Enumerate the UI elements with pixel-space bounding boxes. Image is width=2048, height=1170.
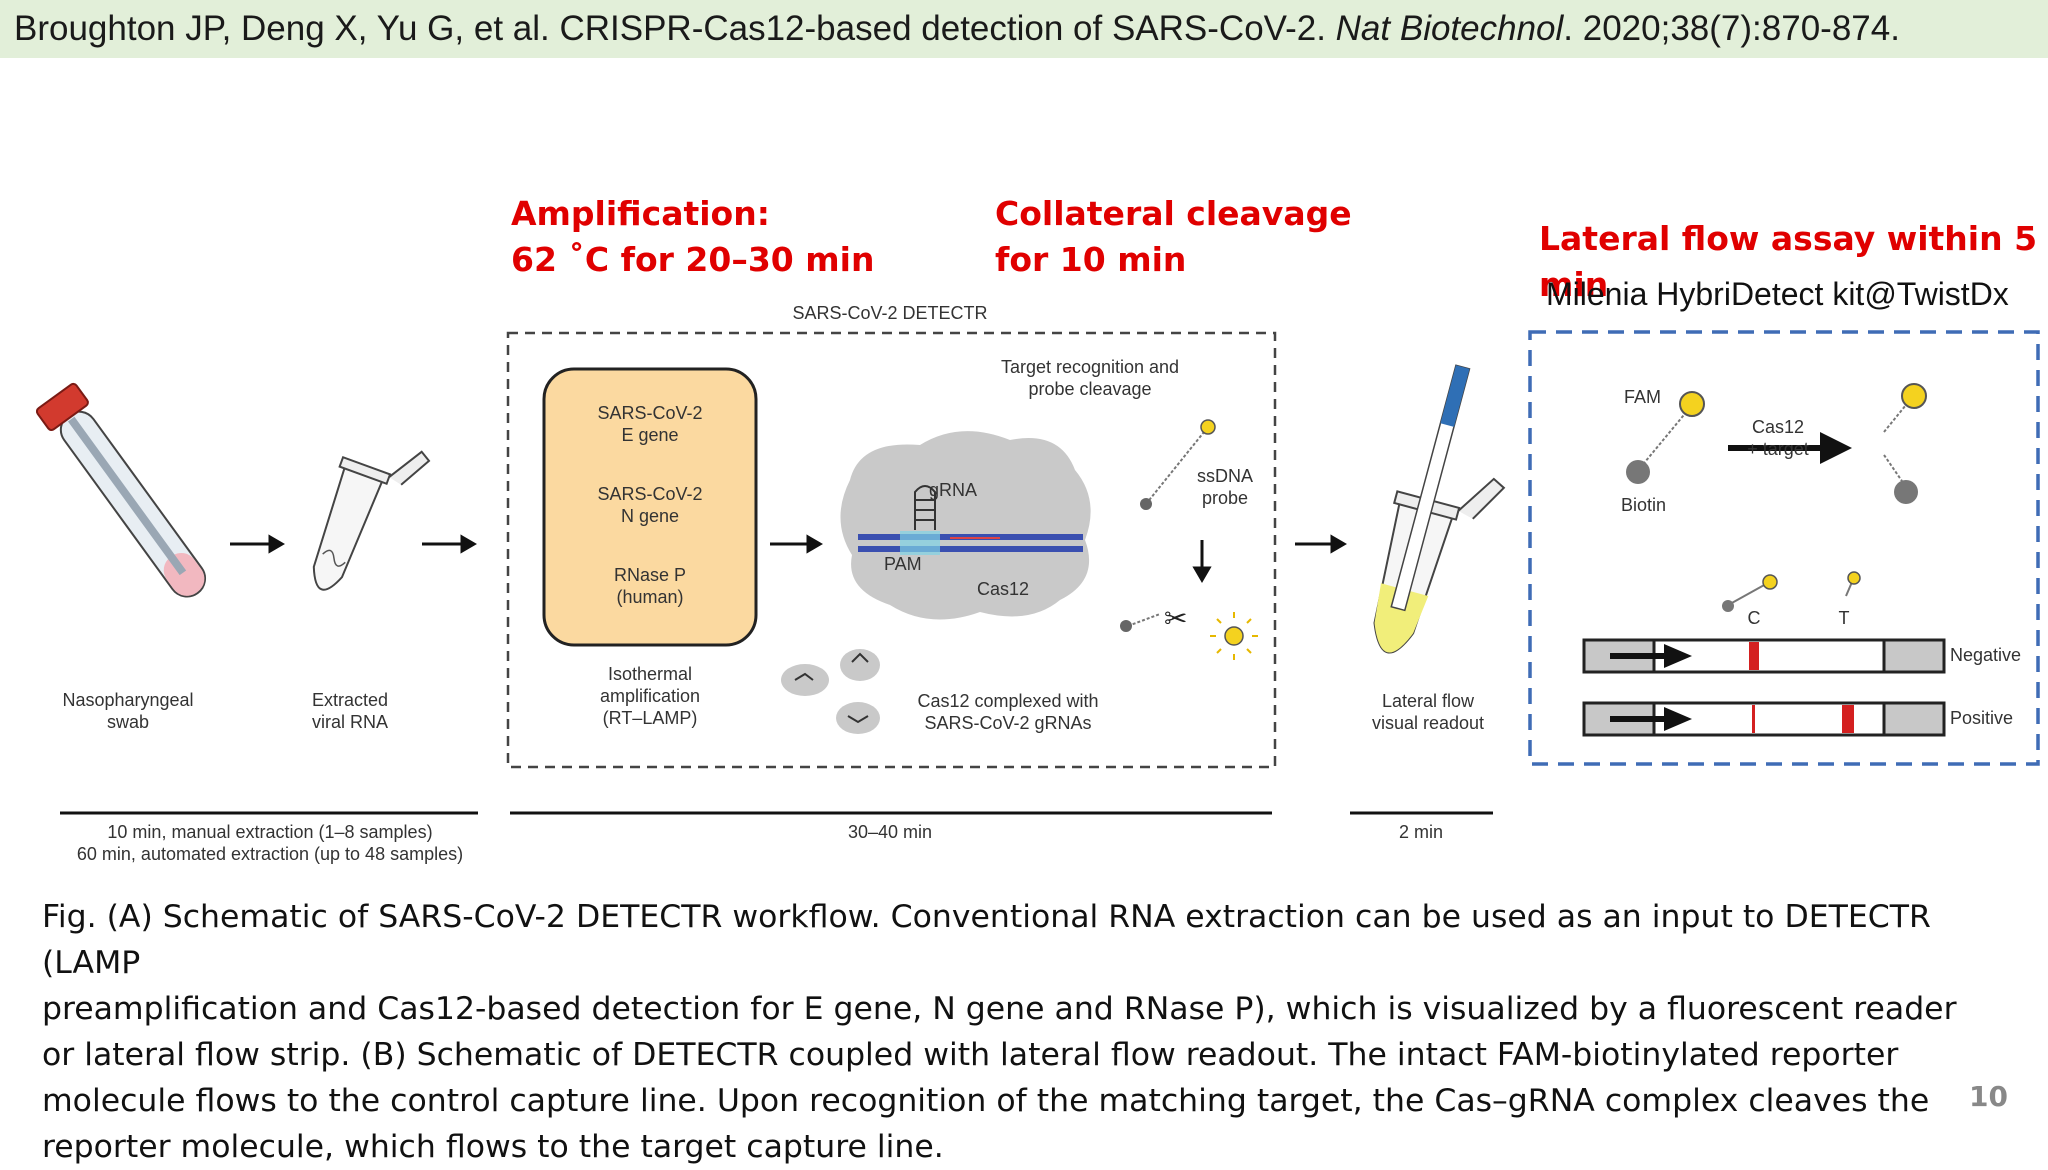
time-readout: 2 min xyxy=(1398,822,1444,842)
kit-label: Milenia HybriDetect kit@TwistDx xyxy=(1546,276,2009,312)
capture-probes-icon xyxy=(1722,571,1861,612)
iso-label-line2: amplification xyxy=(599,686,701,706)
negative-label: Negative xyxy=(1950,645,2022,665)
biotin-label: Biotin xyxy=(1621,495,1667,515)
cleaved-reporter-icon xyxy=(1883,383,1927,504)
iso-label-line3: (RT–LAMP) xyxy=(602,708,698,728)
target-e-gene-line2: E gene xyxy=(621,425,679,445)
lateral-heading: Lateral flow assay within 5 min xyxy=(1539,219,2038,304)
ssdna-label: ssDNA probe xyxy=(1197,465,1253,509)
ssdna-probe-icon xyxy=(1140,419,1216,510)
target-genes-box xyxy=(542,367,758,647)
amplification-heading-line2: 62 ˚C for 20–30 min xyxy=(511,240,875,279)
lateral-flow-label-line1: Lateral flow xyxy=(1381,691,1475,711)
swab-label-line2: swab xyxy=(106,712,150,732)
fam-label: FAM xyxy=(1624,387,1662,407)
target-e-gene-line1: SARS-CoV-2 xyxy=(597,403,703,423)
complex-label-line2: SARS-CoV-2 gRNAs xyxy=(924,713,1092,733)
target-recognition-label: Target recognition and probe cleavage xyxy=(1001,356,1179,400)
citation-bar xyxy=(0,0,2048,58)
intact-reporter-icon xyxy=(1626,391,1705,484)
caption-line4: molecule flows to the control capture li… xyxy=(42,1083,1930,1119)
page-number: 10 xyxy=(1969,1080,2008,1113)
detectr-title: SARS-CoV-2 DETECTR xyxy=(792,303,988,323)
time-extraction-line2: 60 min, automated extraction (up to 48 s… xyxy=(76,844,464,864)
grna-icon xyxy=(914,485,936,530)
positive-test-line xyxy=(1842,705,1854,733)
grna-label: gRNA xyxy=(929,480,978,500)
target-recognition-line1: Target recognition and xyxy=(1000,357,1180,377)
positive-control-line xyxy=(1752,705,1755,733)
time-detectr: 30–40 min xyxy=(847,822,933,842)
amplification-heading-line1: Amplification: xyxy=(511,194,770,233)
caption-line1: Fig. (A) Schematic of SARS-CoV-2 DETECTR… xyxy=(42,899,1931,981)
figure-caption: Fig. (A) Schematic of SARS-CoV-2 DETECTR… xyxy=(42,894,2032,1170)
amplification-heading: Amplification: 62 ˚C for 20–30 min xyxy=(511,191,874,283)
cas12-target-line2: + target xyxy=(1747,439,1809,459)
sun-rays xyxy=(1210,612,1258,660)
negative-control-line xyxy=(1749,642,1759,670)
ssdna-label-line2: probe xyxy=(1201,488,1249,508)
scissors-icon: ✂ xyxy=(1164,602,1187,635)
citation-journal: Nat Biotechnol xyxy=(1335,9,1564,48)
swab-tube-icon xyxy=(35,382,207,598)
target-rnase-p: RNase P (human) xyxy=(614,564,686,608)
lateral-flow-box xyxy=(1528,330,2040,766)
iso-label: Isothermal amplification (RT–LAMP) xyxy=(600,663,700,729)
caption-line3: or lateral flow strip. (B) Schematic of … xyxy=(42,1037,1899,1073)
target-recognition-line2: probe cleavage xyxy=(1028,379,1152,399)
lateral-flow-tube-icon xyxy=(1373,364,1506,654)
rna-label: Extracted viral RNA xyxy=(312,689,388,733)
target-n-gene-line1: SARS-CoV-2 xyxy=(597,484,703,504)
caption-line2: preamplification and Cas12-based detecti… xyxy=(42,991,1957,1027)
swab-label-line1: Nasopharyngeal xyxy=(62,690,194,710)
cleavage-heading-line2: for 10 min xyxy=(995,240,1187,279)
citation-suffix: . 2020;38(7):870-874. xyxy=(1563,9,1900,48)
cleavage-heading-line1: Collateral cleavage xyxy=(995,194,1352,233)
time-extraction-line1: 10 min, manual extraction (1–8 samples) xyxy=(107,822,433,842)
iso-label-line1: Isothermal xyxy=(607,664,693,684)
caption-line5: reporter molecule, which flows to the ta… xyxy=(42,1129,944,1165)
rna-label-line1: Extracted xyxy=(311,690,389,710)
cleavage-heading: Collateral cleavage for 10 min xyxy=(995,191,1352,283)
complex-label: Cas12 complexed with SARS-CoV-2 gRNAs xyxy=(917,690,1098,734)
rna-tube-icon xyxy=(312,450,431,591)
cas12-complexes-icon xyxy=(781,649,880,734)
cas12-target-line1: Cas12 xyxy=(1751,417,1805,437)
target-n-gene: SARS-CoV-2 N gene xyxy=(597,483,702,527)
cas12-target-label: Cas12 + target xyxy=(1747,416,1809,460)
test-line-label: T xyxy=(1838,608,1850,628)
ssdna-label-line1: ssDNA xyxy=(1196,466,1254,486)
sun-icon xyxy=(1224,626,1244,646)
citation: Broughton JP, Deng X, Yu G, et al. CRISP… xyxy=(14,6,2034,52)
time-extraction: 10 min, manual extraction (1–8 samples) … xyxy=(77,821,463,865)
complex-label-line1: Cas12 complexed with xyxy=(917,691,1099,711)
dna-duplex xyxy=(858,531,1083,555)
target-n-gene-line2: N gene xyxy=(620,506,680,526)
positive-strip xyxy=(1582,701,1946,737)
target-e-gene: SARS-CoV-2 E gene xyxy=(597,402,702,446)
swab-label: Nasopharyngeal swab xyxy=(62,689,193,733)
lateral-flow-label: Lateral flow visual readout xyxy=(1372,690,1484,734)
detectr-box xyxy=(506,331,1277,769)
citation-prefix: Broughton JP, Deng X, Yu G, et al. CRISP… xyxy=(14,9,1336,48)
lateral-flow-label-line2: visual readout xyxy=(1371,713,1485,733)
cas12-label: Cas12 xyxy=(977,579,1030,599)
cleavage-arrow xyxy=(1728,432,1852,464)
workflow-arrows xyxy=(230,534,1347,583)
pam-label: PAM xyxy=(884,554,922,574)
positive-label: Positive xyxy=(1950,708,2014,728)
control-line-label: C xyxy=(1747,608,1761,628)
cas12-protein xyxy=(840,431,1091,620)
target-rnase-p-line2: (human) xyxy=(616,587,684,607)
target-rnase-p-line1: RNase P xyxy=(613,565,687,585)
rna-label-line2: viral RNA xyxy=(311,712,389,732)
negative-strip xyxy=(1582,638,1946,674)
cleaved-probe-icon: ✂ xyxy=(1120,602,1258,660)
